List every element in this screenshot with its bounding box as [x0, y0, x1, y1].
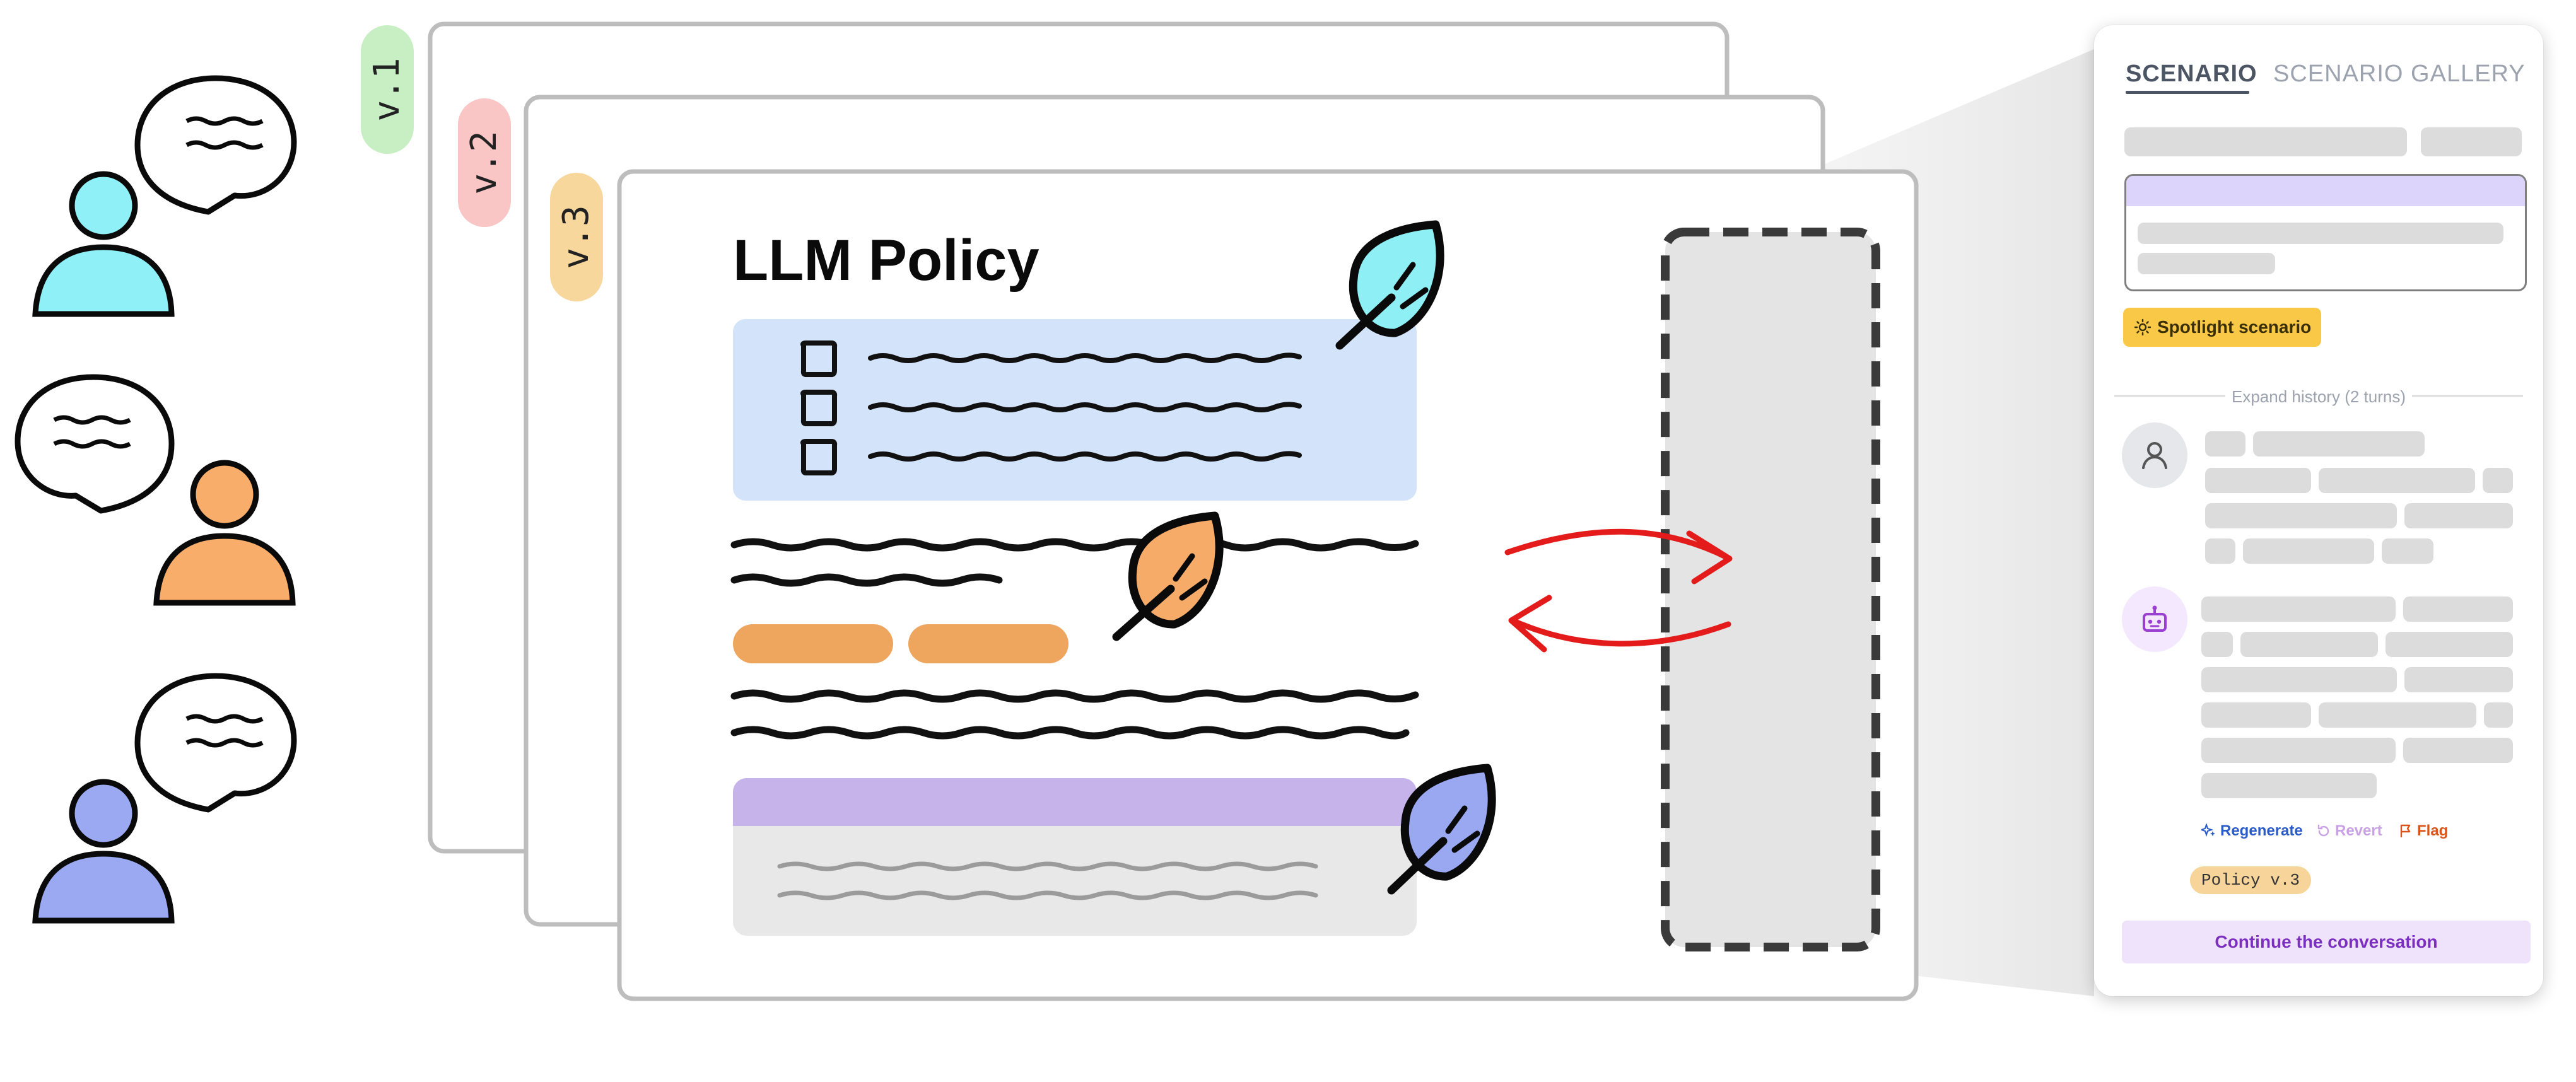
speech-bubble	[15, 374, 175, 514]
skeleton-bar	[2201, 596, 2396, 622]
skeleton-bar	[2205, 431, 2245, 457]
scenario-card[interactable]	[2124, 174, 2527, 291]
svg-text:v.1: v.1	[366, 57, 407, 121]
version-tag-v3: v.3	[550, 173, 603, 301]
skeleton-bar	[2124, 127, 2407, 156]
user-figure	[32, 171, 175, 317]
scenario-card-header	[2126, 176, 2525, 206]
skeleton-bar	[2403, 596, 2513, 622]
revert-button[interactable]: Revert	[2316, 822, 2382, 840]
skeleton-bar	[2201, 738, 2396, 763]
user-avatar	[2122, 422, 2187, 488]
feather-icon	[1387, 764, 1496, 895]
dashed-region	[1661, 228, 1880, 951]
robot-icon	[2143, 605, 2167, 632]
exchange-arrows	[1504, 528, 1733, 653]
version-tag-v2: v.2	[458, 98, 511, 227]
feather-icon	[1112, 511, 1224, 641]
sparkle-icon	[2201, 823, 2216, 837]
tab-scenario-gallery[interactable]: SCENARIO GALLERY	[2273, 61, 2526, 87]
skeleton-bar	[2404, 667, 2513, 692]
skeleton-bar	[2382, 538, 2433, 564]
speech-bubble	[134, 75, 297, 215]
wavy-text-line	[868, 352, 1302, 462]
flag-button[interactable]: Flag	[2398, 822, 2448, 840]
skeleton-bar	[2201, 702, 2311, 728]
assistant-avatar	[2122, 586, 2187, 652]
scenario-panel: SCENARIO SCENARIO GALLERY Spotlight scen…	[2094, 25, 2543, 996]
svg-text:v.2: v.2	[464, 131, 505, 194]
person-icon	[2142, 442, 2167, 469]
skeleton-bar	[2201, 773, 2377, 798]
skeleton-bar	[2386, 632, 2513, 657]
policy-title: LLM Policy	[733, 228, 1039, 293]
sun-icon	[2134, 319, 2151, 335]
skeleton-bar	[2138, 253, 2275, 274]
spotlight-scenario-button[interactable]: Spotlight scenario	[2123, 308, 2321, 347]
skeleton-bar	[2403, 738, 2513, 763]
version-tag-v1: v.1	[361, 25, 414, 154]
orange-pill	[908, 624, 1068, 663]
policy-version-badge: Policy v.3	[2190, 866, 2311, 894]
undo-icon	[2317, 824, 2329, 837]
flag-icon	[2400, 824, 2411, 837]
skeleton-bar	[2205, 538, 2235, 564]
continue-conversation-button[interactable]: Continue the conversation	[2122, 921, 2531, 963]
spotlight-label: Spotlight scenario	[2157, 317, 2312, 337]
user-figure	[153, 460, 296, 606]
expand-history-link[interactable]: Expand history (2 turns)	[2114, 387, 2523, 407]
regenerate-label: Regenerate	[2220, 822, 2303, 839]
user-figure	[32, 779, 175, 924]
skeleton-bar	[2404, 503, 2513, 528]
skeleton-bar	[2243, 538, 2374, 564]
skeleton-bar	[2319, 468, 2475, 493]
skeleton-bar	[2253, 431, 2425, 457]
active-tab-indicator	[2126, 91, 2249, 94]
orange-pill	[733, 624, 893, 663]
skeleton-bar	[2201, 632, 2233, 657]
skeleton-bar	[2201, 667, 2397, 692]
expand-history-label: Expand history (2 turns)	[2225, 387, 2412, 406]
skeleton-bar	[2319, 702, 2476, 728]
speech-bubble	[134, 673, 297, 813]
revert-label: Revert	[2335, 822, 2382, 839]
wavy-text-line	[730, 538, 1419, 740]
skeleton-bar	[2138, 223, 2503, 244]
skeleton-bar	[2205, 503, 2397, 528]
skeleton-bar	[2240, 632, 2378, 657]
feather-icon	[1335, 220, 1444, 350]
regenerate-button[interactable]: Regenerate	[2201, 822, 2303, 840]
scenario-card-sketch	[733, 778, 1417, 936]
checkbox-icon	[800, 340, 838, 476]
history-divider: Expand history (2 turns)	[2114, 387, 2523, 407]
tab-scenario[interactable]: SCENARIO	[2126, 61, 2257, 87]
svg-text:v.3: v.3	[556, 205, 597, 269]
skeleton-bar	[2483, 468, 2513, 493]
skeleton-bar	[2484, 702, 2513, 728]
skeleton-bar	[2205, 468, 2311, 493]
flag-label: Flag	[2417, 822, 2449, 839]
skeleton-bar	[2421, 127, 2522, 156]
